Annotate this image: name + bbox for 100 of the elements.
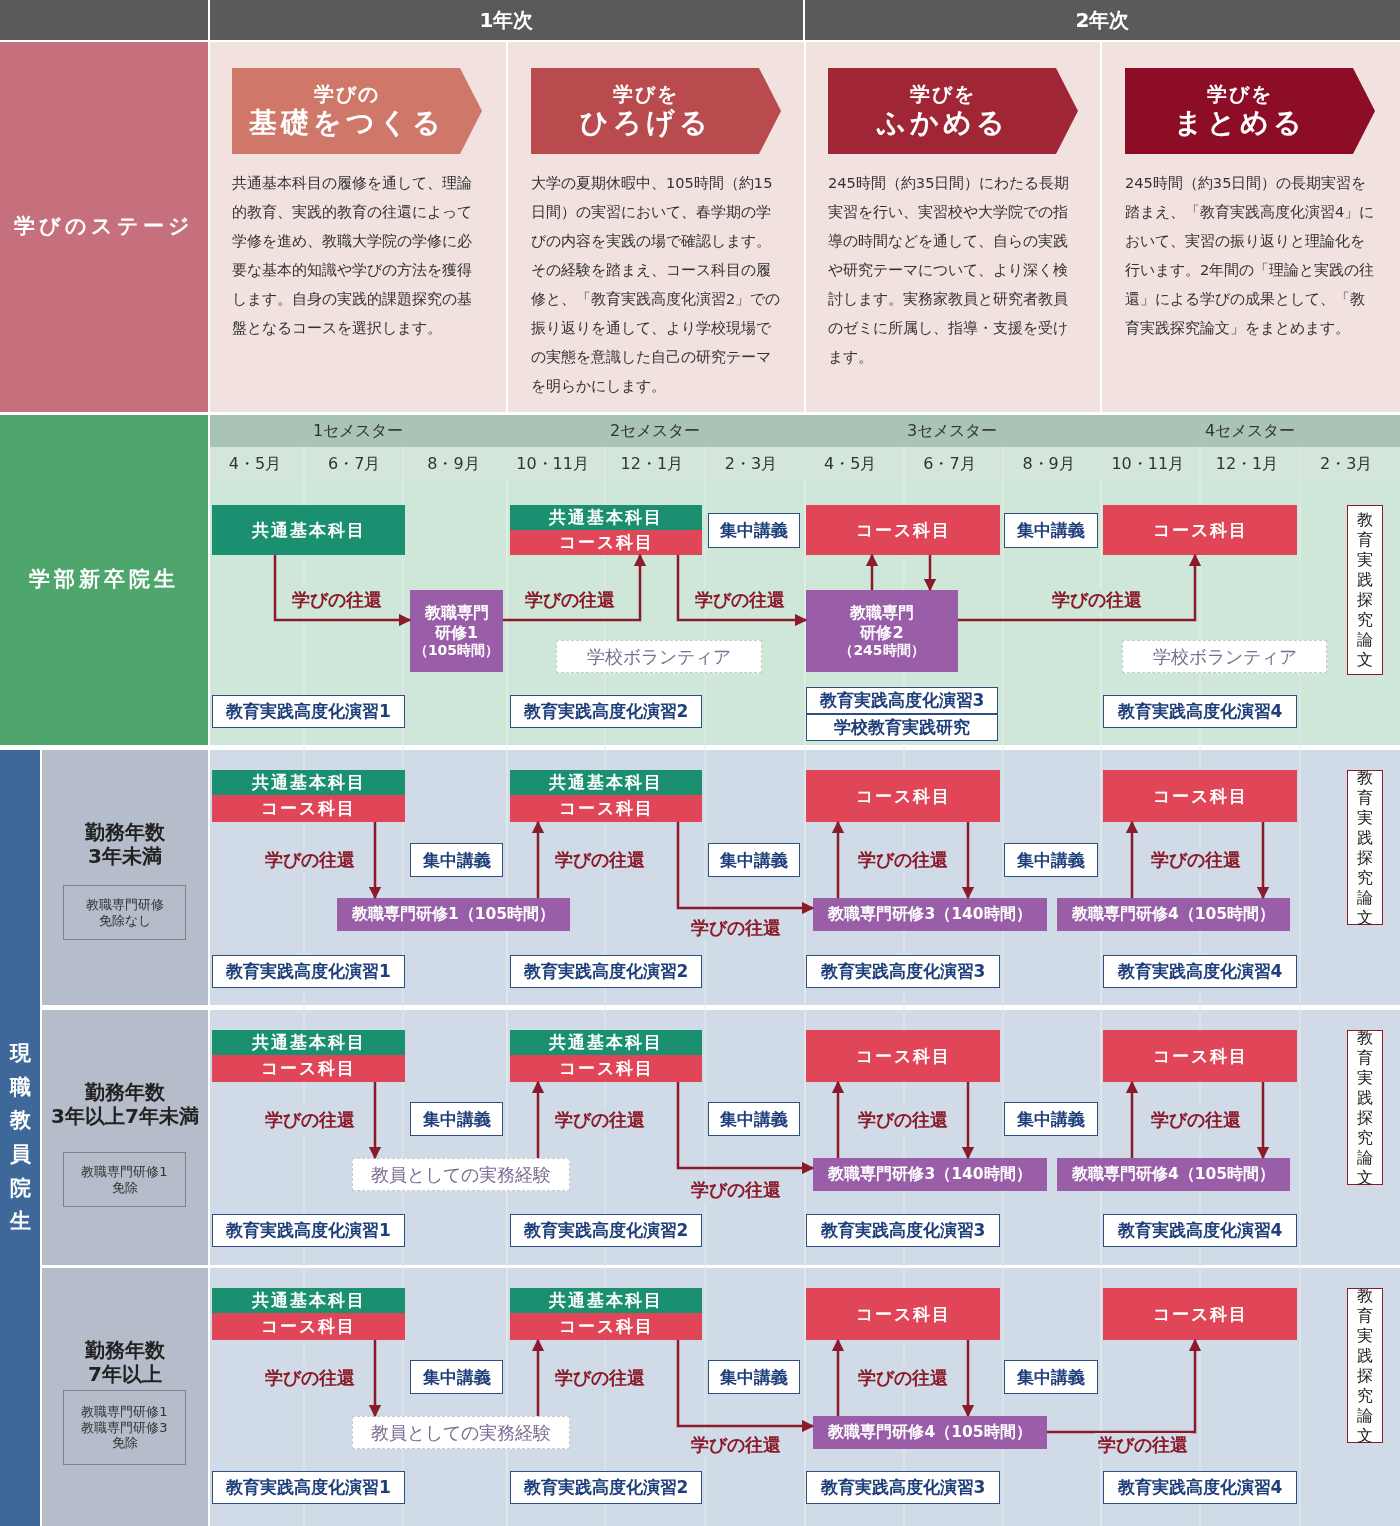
- course-subject-box: [806, 1288, 1000, 1340]
- row-header-text: 学部新卒院生: [29, 567, 179, 593]
- exemption-box: [63, 1152, 186, 1207]
- box-text: 集中講義: [1017, 1366, 1085, 1388]
- row-header-cell: [42, 1268, 208, 1526]
- common-subject-box: [510, 505, 702, 530]
- edge-label: 学びの往還: [1148, 848, 1244, 872]
- semester-label: 1セメスター: [312, 420, 404, 442]
- arrow: [676, 555, 808, 627]
- course-subject-box: [806, 505, 1000, 555]
- subject-box: [410, 1102, 503, 1136]
- subject-box: [1103, 695, 1297, 728]
- description-text: 245時間（約35日間）の長期実習を踏まえ、「教育実践高度化演習4」において、実習の振り返りと理論化を行います。2年間の「理論と実践の往還」による学びの成果として、「教育実践探究論文」をまとめます。: [1125, 173, 1376, 338]
- subject-box: [1004, 1102, 1098, 1136]
- common-subject-box: [212, 505, 405, 555]
- subject-box: [806, 1214, 1000, 1247]
- box-text: 教育実践探究論文: [1356, 1027, 1374, 1188]
- description-text: 大学の夏期休暇中、105時間（約15日間）の実習において、春学期の学びの内容を実践の場で確認します。その経験を踏まえ、コース科目の履修と、「教育実践高度化演習2」での振り返りを通して、より学校現場での実態を意識した自己の研究テーマを明らかにします。: [531, 173, 782, 396]
- subject-box: [806, 687, 998, 714]
- arrow: [961, 1340, 975, 1418]
- row-header-text: 勤務年数: [85, 820, 165, 844]
- stage-subtitle: 学びを: [910, 82, 976, 107]
- box-text: 集中講義: [1017, 1108, 1085, 1130]
- stage-title: ふかめる: [877, 106, 1009, 140]
- course-subject-box: [1103, 505, 1297, 555]
- box-text: 集中講義: [422, 1366, 491, 1388]
- box-text: 教職専門研修1教職専門研修3免除: [80, 1404, 169, 1451]
- box-text: 学校ボランティア: [587, 645, 731, 668]
- box-text: コース科目: [855, 1303, 951, 1325]
- month-label: 6・7月: [923, 453, 976, 475]
- box-text: コース科目: [1152, 1045, 1248, 1067]
- stage-subtitle: 学びの: [314, 82, 380, 107]
- box-text: 教育実践高度化演習1: [226, 1220, 391, 1241]
- edge-label: 学びの往還: [692, 588, 788, 612]
- year-header: [805, 0, 1400, 40]
- training-box: [813, 1416, 1047, 1449]
- box-text: 教育実践探究論文: [1356, 510, 1374, 670]
- box-text: 教育実践高度化演習2: [523, 961, 689, 982]
- box-text: 共通基本科目: [549, 772, 663, 793]
- common-subject-box: [212, 1030, 405, 1055]
- box-text: 教員としての実務経験: [371, 1421, 551, 1444]
- subject-box: [1004, 513, 1098, 548]
- box-text: 教育実践高度化演習4: [1117, 1220, 1283, 1241]
- arrow: [273, 555, 412, 627]
- common-subject-box: [510, 1288, 702, 1313]
- box-text: コース科目: [558, 1058, 654, 1079]
- edge-label: 学びの往還: [1095, 1433, 1191, 1457]
- arrow: [1256, 1082, 1270, 1160]
- box-text: 教育実践高度化演習1: [226, 1477, 391, 1498]
- box-text: 教職専門研修1: [423, 603, 490, 642]
- box-text: 集中講義: [720, 1366, 788, 1388]
- course-subject-box: [212, 1055, 405, 1082]
- arrow: [958, 553, 1202, 622]
- arrow: [368, 1082, 382, 1160]
- month-label: 8・9月: [427, 453, 480, 475]
- row-header-text: 勤務年数: [85, 1338, 165, 1362]
- thesis-box: [1347, 505, 1383, 675]
- subject-box: [1103, 1214, 1297, 1247]
- box-text: 集中講義: [720, 849, 788, 871]
- box-text: 教育実践高度化演習1: [226, 961, 391, 982]
- course-subject-box: [212, 795, 405, 822]
- stage-title: まとめる: [1174, 106, 1306, 140]
- box-text: 教育実践高度化演習2: [523, 701, 689, 722]
- semester-label: 4セメスター: [1204, 420, 1296, 442]
- month-label: 6・7月: [328, 453, 381, 475]
- row-header-text: 3年以上7年未満: [51, 1104, 199, 1128]
- training-box: [806, 590, 958, 672]
- subject-box: [708, 513, 800, 548]
- row-header-text: 学びのステージ: [14, 214, 194, 240]
- semester-label: 2セメスター: [609, 420, 701, 442]
- month-label: 2・3月: [1320, 453, 1373, 475]
- edge-label: 学びの往還: [1049, 588, 1145, 612]
- arrow: [1256, 822, 1270, 900]
- box-text: 学校教育実践研究: [834, 717, 970, 738]
- row-header-text: 勤務年数: [85, 1080, 165, 1104]
- box-text: コース科目: [558, 532, 654, 553]
- edge-label: 学びの往還: [855, 848, 951, 872]
- box-text: 教育実践高度化演習3: [819, 690, 985, 711]
- training-box: [1057, 1158, 1290, 1191]
- arrow: [368, 822, 382, 900]
- box-text: 教育実践高度化演習1: [226, 701, 391, 722]
- subject-box: [806, 1471, 1000, 1504]
- dashed-box: [352, 1158, 570, 1191]
- subject-box: [510, 695, 702, 728]
- description-text: 245時間（約35日間）にわたる長期実習を行い、実習校や大学院での指導の時間などを通して、自らの実践や研究テーマについて、より深く検討します。実務家教員と研究者教員のゼミに所属し、指導・支援を受けます。: [828, 173, 1071, 367]
- box-text: コース科目: [558, 1316, 654, 1337]
- box-text: 教育実践探究論文: [1356, 1285, 1374, 1446]
- row-header-text: 現職教員院生: [8, 1040, 32, 1236]
- edge-label: 学びの往還: [688, 916, 784, 940]
- month-label: 12・1月: [1215, 453, 1279, 475]
- arrow: [1125, 820, 1139, 898]
- subject-box: [1004, 1360, 1098, 1394]
- box-text: 教職専門研修免除なし: [84, 896, 165, 929]
- stage-title: ひろげる: [580, 106, 712, 140]
- edge-label: 学びの往還: [262, 848, 358, 872]
- arrow: [961, 1082, 975, 1160]
- subject-box: [708, 1102, 800, 1136]
- subject-box: [212, 1471, 405, 1504]
- box-text: コース科目: [855, 1045, 951, 1067]
- box-text: 集中講義: [422, 1108, 491, 1130]
